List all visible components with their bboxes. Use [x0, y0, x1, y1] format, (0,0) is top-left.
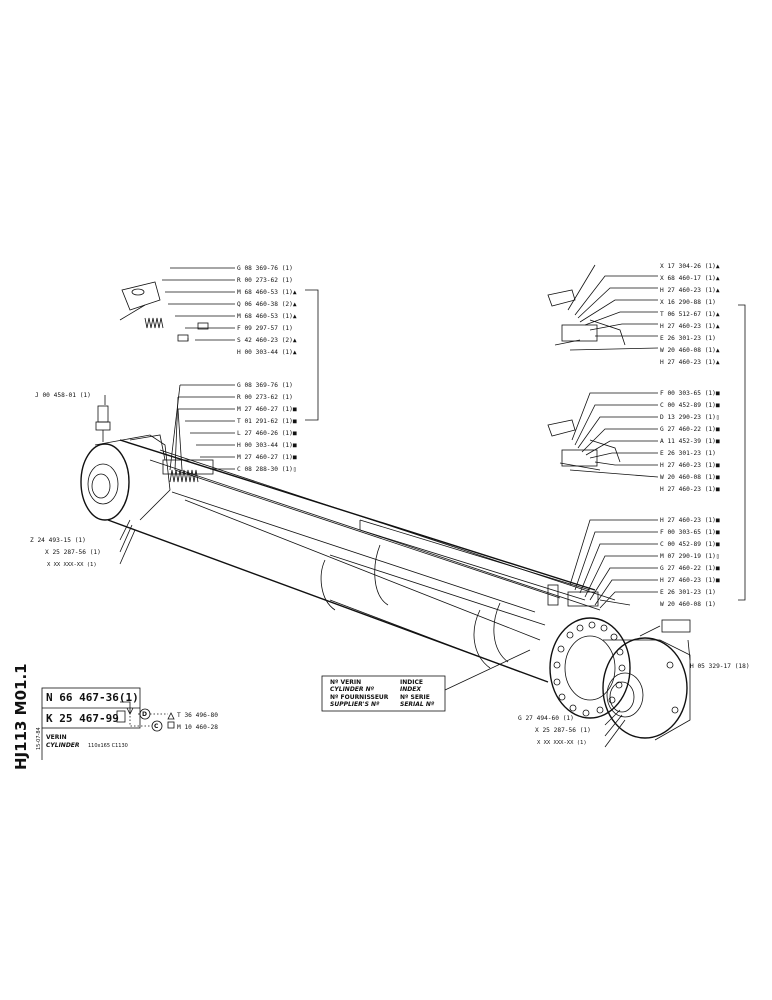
cylinder-size: 110x165 C1130	[88, 743, 128, 749]
callouts-top-right: X 17 304-26 (1)▲ X 68 460-17 (1)▲ H 27 4…	[660, 263, 720, 366]
callout-label: W 20 460-08 (1)	[660, 601, 716, 608]
callout-bolt-label: H 05 329-17 (18)	[690, 663, 750, 670]
callout-label: X 25 287-56 (1)	[535, 727, 591, 734]
part-number: N 66 467-36(1)	[46, 691, 139, 704]
callouts-mid-right: F 00 303-65 (1)■ C 00 452-89 (1)■ D 13 2…	[660, 390, 720, 493]
callout-label: X 16 290-88 (1)	[660, 299, 716, 306]
callout-label: G 27 494-60 (1)	[518, 715, 574, 722]
callout-label: W 20 460-08 (1)▲	[660, 347, 720, 354]
callout-label: S 42 460-23 (2)▲	[237, 337, 297, 344]
variant-c-part: M 10 460-28	[177, 724, 218, 731]
callout-label: T 06 512-67 (1)▲	[660, 311, 720, 318]
callout-label: M 07 290-19 (1)▯	[660, 553, 720, 560]
callouts-mid-left: G 08 369-76 (1) R 00 273-62 (1) M 27 460…	[237, 382, 297, 473]
description-fr: VERIN	[46, 734, 67, 741]
callout-label: F 00 303-65 (1)■	[660, 390, 720, 397]
callout-label: H 27 460-23 (1)▲	[660, 359, 720, 366]
callout-label: X 17 304-26 (1)▲	[660, 263, 720, 270]
callout-label: H 00 303-44 (1)▲	[237, 349, 297, 356]
callout-label: L 27 460-26 (1)■	[237, 430, 297, 437]
callout-label: E 26 301-23 (1)	[660, 335, 716, 342]
serial-label: Nº SERIE	[400, 694, 430, 701]
callout-label: J 00 458-01 (1)	[35, 392, 91, 399]
callout-label: F 09 297-57 (1)	[237, 325, 293, 332]
title-block: HJ113 M01.1 15-07-84 N 66 467-36(1) K 25…	[12, 663, 218, 770]
callout-label: H 27 460-23 (1)■	[660, 486, 720, 493]
callout-label: C 00 452-89 (1)■	[660, 402, 720, 409]
callout-label: X 68 460-17 (1)▲	[660, 275, 720, 282]
callout-label: X XX XXX-XX (1)	[47, 562, 97, 568]
callout-label: D 13 290-23 (1)▯	[660, 414, 720, 421]
callout-label: G 27 460-22 (1)■	[660, 565, 720, 572]
callout-label: M 68 460-53 (1)▲	[237, 289, 297, 296]
spring-coil	[169, 469, 199, 483]
callout-label: E 26 301-23 (1)	[660, 589, 716, 596]
variant-c-symbol: C	[154, 723, 159, 730]
variant-d-part: T 36 496-80	[177, 712, 218, 719]
exploded-detail-top-left	[119, 281, 209, 342]
callout-label: W 20 460-08 (1)■	[660, 474, 720, 481]
cylinder-number-label-en: CYLINDER Nº	[330, 686, 375, 693]
supplier-number-label-en: SUPPLIER'S Nº	[330, 701, 380, 708]
callout-label: X XX XXX-XX (1)	[537, 740, 587, 746]
index-label-en: INDEX	[400, 686, 421, 693]
callout-label: F 00 303-65 (1)■	[660, 529, 720, 536]
callout-label: A 11 452-39 (1)■	[660, 438, 720, 445]
sheet-date: 15-07-84	[36, 727, 42, 750]
callout-label: M 27 460-27 (1)■	[237, 454, 297, 461]
exploded-detail-low-right	[547, 584, 631, 607]
callout-label: H 27 460-23 (1)■	[660, 462, 720, 469]
cylinder-number-label: Nº VERIN	[330, 679, 361, 686]
callout-label: X 25 287-56 (1)	[45, 549, 101, 556]
callout-label: R 00 273-62 (1)	[237, 277, 293, 284]
callout-label: H 27 460-23 (1)■	[660, 517, 720, 524]
callout-label: M 27 460-27 (1)■	[237, 406, 297, 413]
callout-label: H 27 460-23 (1)▲	[660, 323, 720, 330]
identification-plate-box: Nº VERIN CYLINDER Nº Nº FOURNISSEUR SUPP…	[321, 675, 446, 712]
callout-label: E 26 301-23 (1)	[660, 450, 716, 457]
serial-label-en: SERIAL Nº	[400, 701, 435, 708]
callout-label: Z 24 493-15 (1)	[30, 537, 86, 544]
callouts-top-left: G 08 369-76 (1) R 00 273-62 (1) M 68 460…	[237, 265, 297, 356]
leader-lines	[104, 264, 746, 748]
callout-label: C 08 288-30 (1)▯	[237, 466, 297, 473]
exploded-detail-mid-right	[547, 419, 621, 471]
callouts-left-end: J 00 458-01 (1) Z 24 493-15 (1) X 25 287…	[30, 392, 101, 568]
description-en: CYLINDER	[46, 742, 80, 749]
cylinder-drawing	[80, 405, 691, 741]
callouts-rod-end: G 27 494-60 (1) X 25 287-56 (1) X XX XXX…	[518, 715, 591, 746]
callout-label: G 27 460-22 (1)■	[660, 426, 720, 433]
callout-label: H 00 303-44 (1)■	[237, 442, 297, 449]
callout-label: T 01 291-62 (1)■	[237, 418, 297, 425]
variant-d-symbol: D	[142, 711, 147, 718]
kit-number: K 25 467-99	[46, 712, 119, 725]
callout-label: C 00 452-89 (1)■	[660, 541, 720, 548]
callout-label: M 68 460-53 (1)▲	[237, 313, 297, 320]
callouts-low-right: H 27 460-23 (1)■ F 00 303-65 (1)■ C 00 4…	[660, 517, 720, 608]
sheet-title: HJ113 M01.1	[12, 663, 30, 770]
callout-label: H 27 460-23 (1)■	[660, 577, 720, 584]
callout-label: G 08 369-76 (1)	[237, 382, 293, 389]
supplier-number-label: Nº FOURNISSEUR	[330, 694, 389, 701]
index-label: INDICE	[400, 679, 423, 686]
callout-label: H 27 460-23 (1)▲	[660, 287, 720, 294]
exploded-detail-top-right	[547, 289, 626, 346]
callout-label: G 08 369-76 (1)	[237, 265, 293, 272]
callout-label: R 00 273-62 (1)	[237, 394, 293, 401]
callout-label: Q 06 460-38 (2)▲	[237, 301, 297, 308]
